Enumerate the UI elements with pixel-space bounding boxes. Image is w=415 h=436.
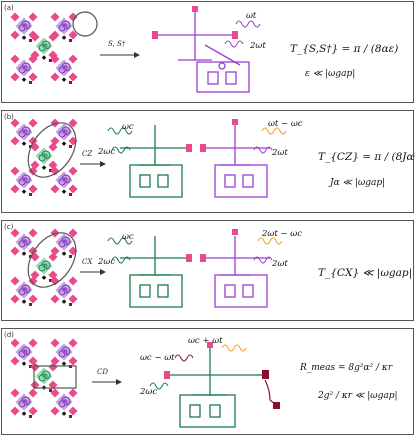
drive-wave-c3	[257, 237, 283, 245]
circuit-b-control	[120, 125, 190, 198]
drive-wave-d3	[149, 382, 169, 390]
drive-label-c1: ωc	[122, 232, 134, 242]
port-left	[200, 254, 206, 262]
panel-a-label: (a)	[4, 4, 14, 12]
equation-d2: 2g² / κr ≪ |ωgap|	[317, 391, 398, 401]
port-right	[186, 144, 192, 152]
equation-a2: ε ≪ |ωgap|	[305, 69, 355, 79]
drive-label-a2: 2ωt	[249, 41, 266, 51]
circuit-b-target	[205, 125, 270, 198]
selection-circle	[72, 11, 98, 37]
gate-label-b: CZ	[82, 150, 92, 158]
drive-wave-b1	[107, 127, 133, 135]
port-left	[164, 371, 170, 379]
equation-c1: T_{CX} ≪ |ωgap|	[318, 267, 412, 280]
port-left	[152, 31, 158, 39]
readout-port	[273, 402, 280, 409]
circuit-a	[158, 12, 250, 93]
drive-label-c2: 2ωc	[97, 257, 115, 267]
panel-c-lattice	[10, 224, 85, 306]
drive-wave-a1	[235, 20, 261, 28]
circuit-c-target	[205, 236, 270, 308]
drive-label-d2: ωc − ωt	[140, 353, 175, 363]
arrow-head	[134, 52, 140, 58]
drive-label-d1: ωc + ωt	[188, 336, 223, 346]
drive-label-b2: 2ωc	[97, 147, 115, 157]
port-left	[200, 144, 206, 152]
gate-label-a: S, S†	[108, 40, 126, 48]
selection-ellipse	[27, 232, 77, 288]
drive-label-b4: 2ωt	[271, 148, 288, 158]
panel-d-frame	[1, 328, 414, 435]
panel-b-lattice	[10, 114, 85, 196]
panel-c-frame	[1, 220, 414, 321]
panel-a-frame	[1, 1, 414, 103]
drive-wave-c1	[107, 237, 133, 245]
circuit-d	[170, 348, 255, 428]
selection-ellipse	[27, 122, 77, 178]
drive-wave-c4	[253, 256, 273, 264]
arrow-head	[100, 269, 106, 275]
readout-resonator	[262, 370, 269, 379]
drive-wave-b3	[261, 127, 287, 135]
panel-d-lattice	[10, 338, 77, 418]
drive-wave-d2	[174, 354, 194, 362]
port-top	[232, 229, 238, 235]
drive-label-c4: 2ωt	[271, 259, 288, 269]
drive-wave-b4	[253, 146, 273, 154]
gate-label-d: CD	[97, 368, 108, 376]
arrow-head	[100, 161, 106, 167]
arrow-head	[116, 379, 122, 385]
gate-label-c: CX	[82, 258, 93, 266]
panel-c-label: (c)	[4, 223, 14, 231]
drive-wave-a2	[224, 40, 244, 48]
selection-rect	[33, 365, 77, 389]
port-top	[232, 119, 238, 125]
port-top	[192, 6, 198, 12]
drive-label-a1: ωt	[246, 11, 257, 21]
panel-a-lattice	[10, 11, 98, 84]
drive-label-b1: ωc	[122, 122, 134, 132]
equation-b2: Jα ≪ |ωgap|	[328, 178, 385, 188]
panel-d-label: (d)	[4, 331, 14, 339]
drive-label-b3: ωt − ωc	[268, 119, 303, 129]
port-top	[207, 342, 213, 348]
equation-a1: T_{S,S†} = π / (8αε)	[290, 43, 398, 55]
readout-feed	[264, 379, 277, 406]
drive-wave-b2	[111, 146, 131, 154]
panel-b-label: (b)	[4, 113, 14, 121]
panel-b-frame	[1, 110, 414, 213]
drive-label-c3: 2ωt − ωc	[261, 229, 302, 239]
circuit-c-control	[120, 236, 190, 308]
drive-wave-d1	[221, 344, 247, 352]
port-right	[232, 31, 238, 39]
equation-b1: T_{CZ} = π / (8Jα²)	[318, 151, 415, 163]
drive-wave-c2	[111, 256, 131, 264]
drive-label-d3: 2ωc	[139, 387, 157, 397]
equation-d1: R_meas = 8g²α² / κr	[299, 363, 393, 373]
port-right	[186, 254, 192, 262]
